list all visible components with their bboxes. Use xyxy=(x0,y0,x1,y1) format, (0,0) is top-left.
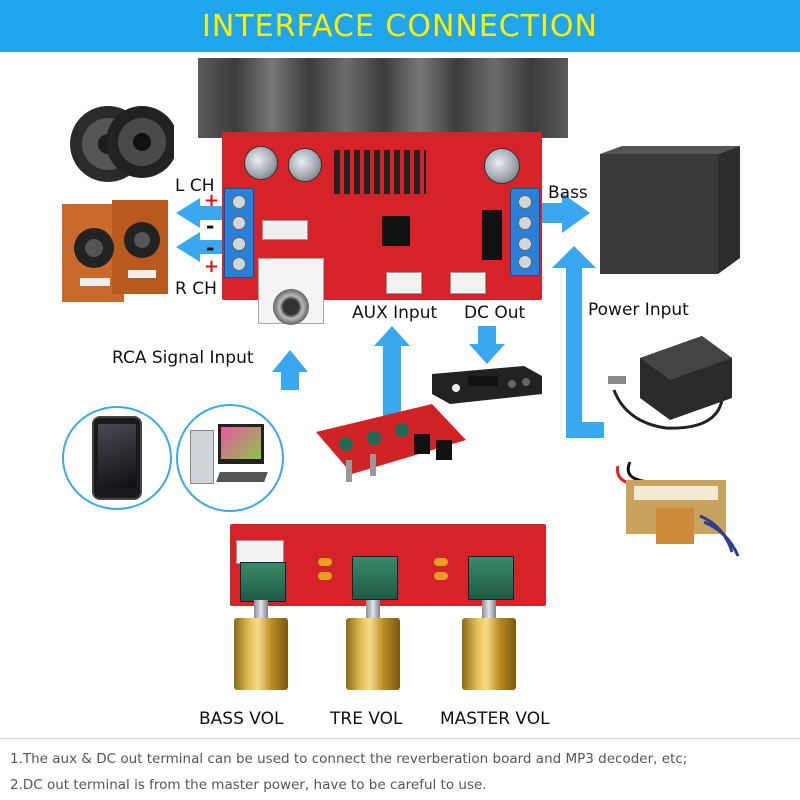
op-amp-chip xyxy=(382,216,410,246)
rca-jack[interactable] xyxy=(258,258,324,325)
capacitor xyxy=(288,148,322,182)
left-channel-label: L CH xyxy=(175,176,215,196)
note-1: 1.The aux & DC out terminal can be used … xyxy=(10,751,688,767)
mp3-decoder-icon xyxy=(432,366,542,404)
bass-pot xyxy=(240,562,286,602)
polarity-plus-top: + xyxy=(204,190,220,211)
page-title: INTERFACE CONNECTION xyxy=(202,8,598,44)
rca-signal-input-label: RCA Signal Input xyxy=(112,348,254,368)
master-vol-label: MASTER VOL xyxy=(440,709,550,729)
note-2: 2.DC out terminal is from the master pow… xyxy=(10,777,487,793)
header-connector xyxy=(262,220,308,240)
minus-arrow xyxy=(176,232,222,262)
desktop-computer-icon xyxy=(176,404,284,512)
power-input-label: Power Input xyxy=(588,300,689,320)
subwoofer-icon xyxy=(600,146,742,276)
bass-output-terminal[interactable] xyxy=(510,188,540,276)
left-channel-arrow xyxy=(176,198,222,228)
bass-vol-label: BASS VOL xyxy=(199,709,284,729)
right-channel-label: R CH xyxy=(175,279,217,299)
power-input-arrow xyxy=(552,246,604,438)
smartphone-icon xyxy=(62,406,172,510)
regulator xyxy=(482,210,502,260)
volume-control-board xyxy=(230,524,546,606)
bass-label: Bass xyxy=(548,183,588,203)
title-banner: INTERFACE CONNECTION xyxy=(0,0,800,52)
control-connector xyxy=(236,540,284,564)
polarity-plus-bottom: + xyxy=(204,256,220,277)
speaker-output-terminal[interactable] xyxy=(224,188,254,278)
master-vol-knob[interactable] xyxy=(462,618,516,690)
treble-pot xyxy=(352,556,398,600)
power-adapter-icon xyxy=(606,330,742,440)
aux-input-label: AUX Input xyxy=(352,303,438,323)
rca-input-arrow xyxy=(272,350,308,390)
dc-out-label: DC Out xyxy=(464,303,526,323)
aux-connector xyxy=(386,272,422,294)
master-pot xyxy=(468,556,514,600)
bookshelf-speakers-icon xyxy=(60,198,170,306)
transformer-icon xyxy=(604,456,744,564)
capacitor xyxy=(244,146,278,180)
tre-vol-knob[interactable] xyxy=(346,618,400,690)
speaker-pair-icon xyxy=(64,96,178,196)
polarity-minus-top: - xyxy=(206,214,215,238)
capacitor xyxy=(484,148,520,184)
heatsink xyxy=(198,58,568,138)
dc-out-connector xyxy=(450,272,486,294)
tre-vol-label: TRE VOL xyxy=(330,709,403,729)
divider xyxy=(0,738,800,739)
aux-input-arrow xyxy=(374,326,410,420)
dc-out-arrow xyxy=(469,326,505,364)
polarity-minus-bottom: - xyxy=(206,236,215,260)
amplifier-ic xyxy=(334,150,426,194)
bass-vol-knob[interactable] xyxy=(234,618,288,690)
bass-arrow xyxy=(538,193,590,233)
reverb-board-icon xyxy=(316,404,466,488)
